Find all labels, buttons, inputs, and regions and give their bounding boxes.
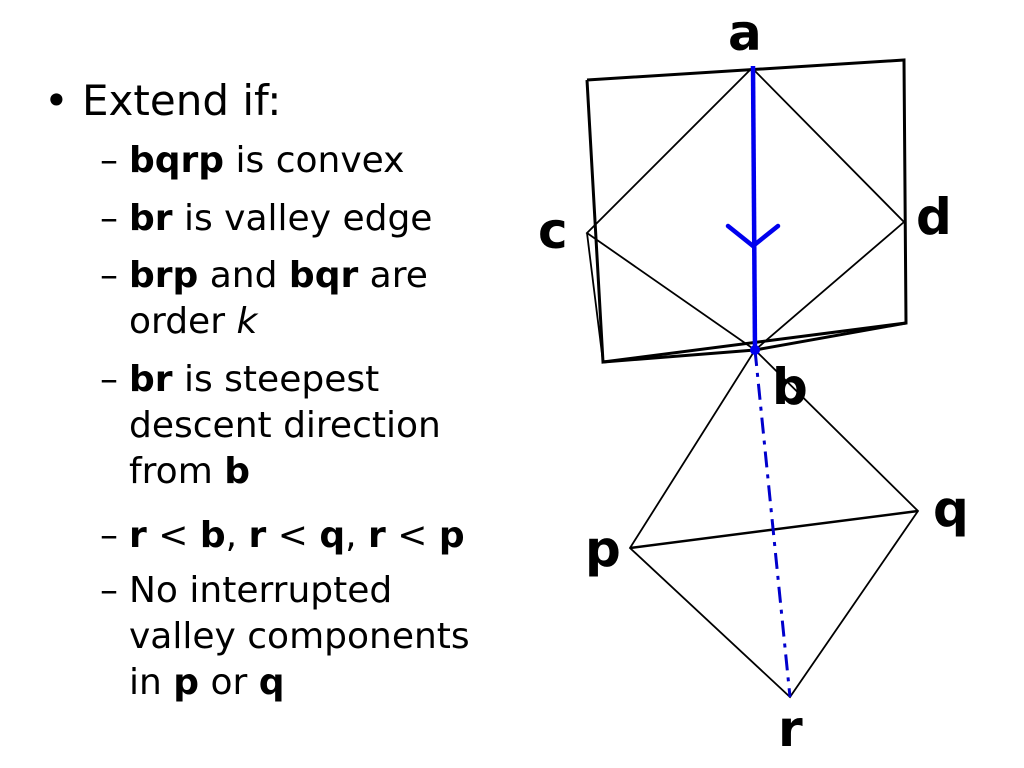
vertex-r-ref: r <box>129 515 147 556</box>
condition-text: No interrupted <box>129 570 393 611</box>
condition-text: is convex <box>224 140 405 181</box>
quad-bqrp: bqrp <box>129 140 225 181</box>
dash-marker: – <box>100 515 118 556</box>
dash-marker: – <box>100 140 118 181</box>
less-than: < <box>385 515 439 556</box>
vertex-q-ref: q <box>319 515 346 556</box>
vertex-b-ref: b <box>199 515 226 556</box>
vertex-p-ref: p <box>173 662 200 703</box>
dash-marker: – <box>100 255 118 296</box>
main-bullet-text: Extend if: <box>82 76 282 125</box>
diamond-acbd <box>585 66 906 352</box>
edge-c-corner <box>586 232 604 363</box>
comma: , <box>345 515 368 556</box>
vertex-label-d: d <box>916 188 952 246</box>
edge-br: br <box>129 198 173 239</box>
condition-text: or <box>199 662 259 703</box>
extension-edge-br <box>753 349 792 698</box>
vertex-b-dot <box>750 345 760 355</box>
condition-text: are <box>358 255 428 296</box>
valley-edge-ab <box>750 65 758 353</box>
condition-text: descent direction <box>129 405 441 446</box>
edge-corner-b <box>602 348 756 364</box>
direction-arrow-icon <box>725 223 781 249</box>
vertex-r-ref: r <box>368 515 386 556</box>
condition-text: is valley edge <box>172 198 433 239</box>
dash-marker: – <box>100 359 118 400</box>
order-variable-k: k <box>236 301 258 342</box>
vertex-label-a: a <box>728 4 762 62</box>
vertex-label-r: r <box>778 700 803 758</box>
condition-text: and <box>198 255 289 296</box>
less-than: < <box>146 515 200 556</box>
condition-text: order <box>129 301 237 342</box>
vertex-label-p: p <box>585 520 621 578</box>
main-bullet: • Extend if: <box>44 74 281 128</box>
vertex-b-ref: b <box>224 451 251 492</box>
vertex-label-q: q <box>933 480 969 538</box>
edge-corner2-b <box>754 321 907 352</box>
condition-text: valley components <box>129 616 470 657</box>
vertex-q-ref: q <box>258 662 285 703</box>
dash-marker: – <box>100 198 118 239</box>
vertex-r-ref: r <box>248 515 267 556</box>
vertex-p-ref: p <box>438 515 465 556</box>
vertex-label-c: c <box>538 202 568 260</box>
condition-text: from <box>129 451 225 492</box>
bullet-marker: • <box>44 76 69 125</box>
outer-boundary <box>585 58 908 364</box>
vertex-label-b: b <box>772 358 808 416</box>
condition-text: is steepest <box>172 359 380 400</box>
less-than: < <box>266 515 320 556</box>
comma: , <box>225 515 249 556</box>
dash-marker: – <box>100 570 118 611</box>
triangle-brp: brp <box>129 255 199 296</box>
condition-text: in <box>129 662 174 703</box>
triangle-bqr: bqr <box>288 255 359 296</box>
edge-br: br <box>129 359 173 400</box>
